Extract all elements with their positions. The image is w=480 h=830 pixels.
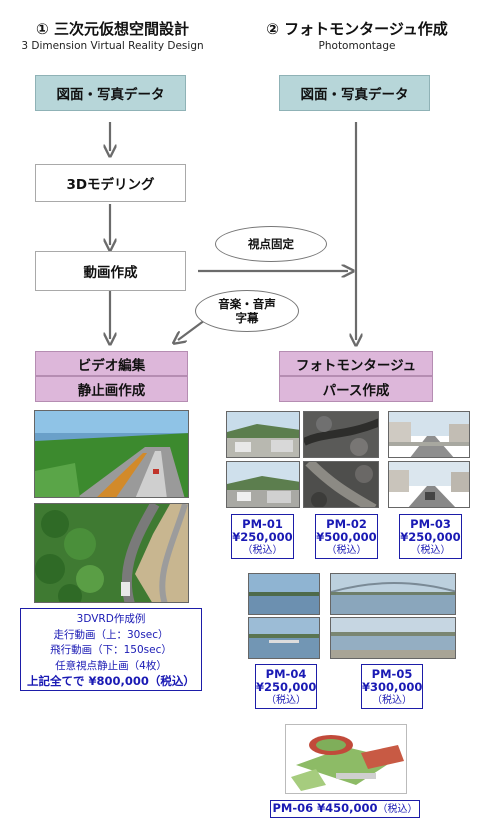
pm03-id: PM-03	[410, 517, 451, 531]
pm04-id: PM-04	[265, 667, 307, 681]
audio-caption-bubble: 音楽・音声 字幕	[195, 290, 299, 332]
3dvrd-line3: 飛行動画（下：150sec）	[50, 644, 172, 656]
still-image-box: 静止画作成	[35, 376, 188, 402]
pm03-price: ¥250,000	[400, 530, 461, 544]
pm02-photo-top	[303, 411, 379, 458]
video-editing-box: ビデオ編集	[35, 351, 188, 376]
pm02-tax: （税込）	[326, 545, 367, 556]
pm03-tax: （税込）	[410, 545, 451, 556]
right-column-title: ② フォトモンタージュ作成	[266, 20, 448, 38]
pm01-photo-bottom	[226, 461, 300, 508]
fixed-viewpoint-label: 視点固定	[248, 237, 294, 251]
pm06-label: PM-06 ¥450,000	[272, 801, 378, 815]
pm03-photo-bottom	[388, 461, 470, 508]
pm04-photo-bottom	[248, 617, 320, 659]
left-column-subtitle: 3 Dimension Virtual Reality Design	[21, 40, 204, 52]
pm06-tax: （税込）	[377, 804, 418, 815]
audio-label-line1: 音楽・音声	[218, 297, 276, 311]
perspective-box: パース作成	[279, 376, 433, 402]
arrow-audio-to-edit	[178, 319, 206, 340]
fixed-viewpoint-bubble: 視点固定	[215, 226, 327, 262]
3dvrd-line1: 3DVRD作成例	[76, 613, 146, 625]
pm03-price-box: PM-03 ¥250,000 （税込）	[399, 514, 462, 559]
right-drawing-photo-data-box: 図面・写真データ	[279, 75, 430, 111]
left-column-title: ① 三次元仮想空間設計	[36, 20, 189, 38]
pm05-price: ¥300,000	[362, 680, 423, 694]
left-drawing-photo-data-box: 図面・写真データ	[35, 75, 186, 111]
3dvrd-line2: 走行動画（上：30sec）	[53, 628, 169, 641]
pm01-price-box: PM-01 ¥250,000 （税込）	[231, 514, 294, 559]
pm02-price-box: PM-02 ¥500,000 （税込）	[315, 514, 378, 559]
photomontage-box: フォトモンタージュ	[279, 351, 433, 376]
pm02-id: PM-02	[326, 517, 367, 531]
3d-modeling-box: 3Dモデリング	[35, 164, 186, 202]
pm05-photo-top	[330, 573, 456, 615]
right-column-subtitle: Photomontage	[318, 40, 396, 52]
driving-video-render	[34, 410, 189, 498]
pm04-price: ¥250,000	[256, 680, 317, 694]
pm06-perspective-image	[285, 724, 407, 794]
pm01-photo-top	[226, 411, 300, 458]
pm05-price-box: PM-05 ¥300,000 （税込）	[361, 664, 423, 709]
pm01-tax: （税込）	[242, 545, 283, 556]
3dvrd-example-box: 3DVRD作成例 走行動画（上：30sec） 飛行動画（下：150sec） 任意…	[20, 608, 202, 691]
pm03-photo-top	[388, 411, 470, 458]
pm02-photo-bottom	[303, 461, 379, 508]
pm04-price-box: PM-04 ¥250,000 （税込）	[255, 664, 317, 709]
3dvrd-line5: 上記全てで ¥800,000（税込）	[27, 674, 195, 688]
pm02-price: ¥500,000	[316, 530, 377, 544]
pm04-tax: （税込）	[266, 695, 306, 706]
pm01-price: ¥250,000	[232, 530, 293, 544]
pm01-id: PM-01	[242, 517, 283, 531]
pm04-photo-top	[248, 573, 320, 615]
audio-label-line2: 字幕	[235, 311, 259, 325]
flight-video-render	[34, 503, 189, 603]
3dvrd-line4: 任意視点静止画（4枚）	[55, 659, 167, 672]
video-creation-box: 動画作成	[35, 251, 186, 291]
pm05-tax: （税込）	[372, 695, 412, 706]
pm05-id: PM-05	[371, 667, 413, 681]
pm05-photo-bottom	[330, 617, 456, 659]
pm06-price-box: PM-06 ¥450,000（税込）	[270, 800, 420, 818]
